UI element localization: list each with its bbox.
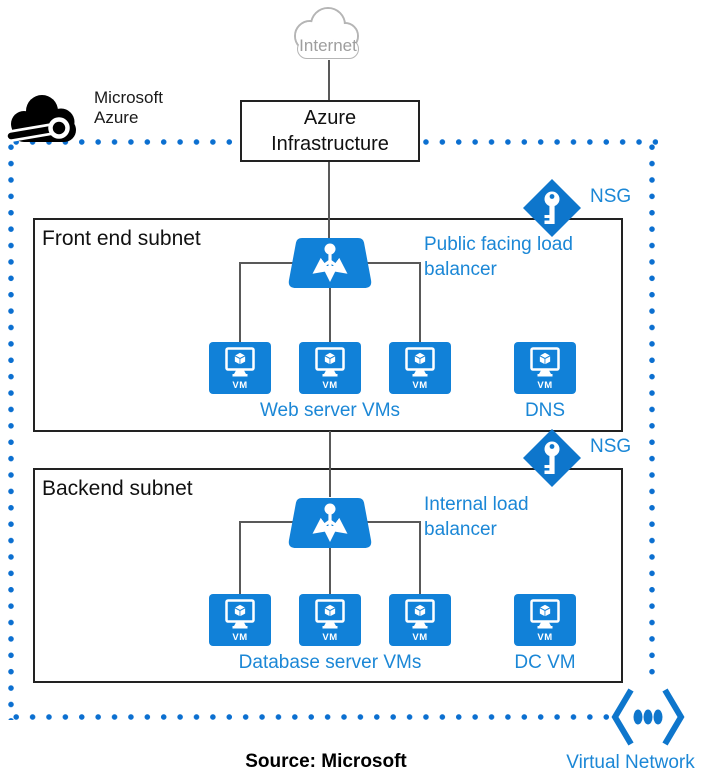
vnet-border-right xyxy=(649,139,655,691)
microsoft-azure-logo-icon xyxy=(5,95,76,142)
vm-icon-web-3: VM xyxy=(389,342,451,394)
backend-drop-line-2 xyxy=(329,547,331,594)
vm-badge: VM xyxy=(412,632,427,643)
backend-subnet-title: Backend subnet xyxy=(42,477,193,500)
vm-icon-db-2: VM xyxy=(299,594,361,646)
vm-badge: VM xyxy=(232,380,247,391)
vm-icon-web-1: VM xyxy=(209,342,271,394)
vm-icon-db-3: VM xyxy=(389,594,451,646)
vm-badge: VM xyxy=(322,380,337,391)
nsg-label-front: NSG xyxy=(590,186,632,207)
backend-drop-line-1 xyxy=(239,521,241,594)
front-drop-line-1 xyxy=(239,262,241,342)
vnet-border-left xyxy=(8,139,14,720)
azure-infrastructure-label: Azure Infrastructure xyxy=(271,107,389,155)
azure-infrastructure-box: Azure Infrastructure xyxy=(240,100,420,162)
internet-cloud-icon xyxy=(294,7,359,59)
vm-badge: VM xyxy=(412,380,427,391)
internet-label: Internet xyxy=(299,36,357,55)
public-load-balancer-icon xyxy=(288,238,372,288)
vm-badge: VM xyxy=(537,380,552,391)
public-lb-label: Public facing load balancer xyxy=(424,234,573,280)
vm-badge: VM xyxy=(537,632,552,643)
vm-icon-dns: VM xyxy=(514,342,576,394)
connector-front-backend xyxy=(329,431,331,497)
vm-icon-web-2: VM xyxy=(299,342,361,394)
connector-internet-infra xyxy=(328,60,330,100)
vm-icon-db-1: VM xyxy=(209,594,271,646)
connector-infra-public-lb xyxy=(328,162,330,238)
nsg-label-backend: NSG xyxy=(590,436,632,457)
nsg-icon-backend xyxy=(523,429,581,487)
nsg-icon-front xyxy=(523,179,581,237)
front-end-subnet-title: Front end subnet xyxy=(42,227,201,250)
virtual-network-label: Virtual Network xyxy=(566,752,695,773)
microsoft-azure-label: Microsoft Azure xyxy=(94,88,163,127)
internal-load-balancer-icon xyxy=(288,498,372,548)
internal-lb-label: Internal load balancer xyxy=(424,494,529,540)
vnet-border-bottom xyxy=(8,714,612,720)
dc-vm-label: DC VM xyxy=(514,652,576,673)
web-server-vms-label: Web server VMs xyxy=(259,400,401,421)
virtual-network-icon xyxy=(610,684,686,750)
database-server-vms-label: Database server VMs xyxy=(238,652,422,673)
dns-label: DNS xyxy=(524,400,566,421)
backend-drop-line-3 xyxy=(419,521,421,594)
vm-badge: VM xyxy=(322,632,337,643)
vm-badge: VM xyxy=(232,632,247,643)
source-label: Source: Microsoft xyxy=(245,751,407,772)
vm-icon-dc: VM xyxy=(514,594,576,646)
front-drop-line-3 xyxy=(419,262,421,342)
front-drop-line-2 xyxy=(329,288,331,342)
